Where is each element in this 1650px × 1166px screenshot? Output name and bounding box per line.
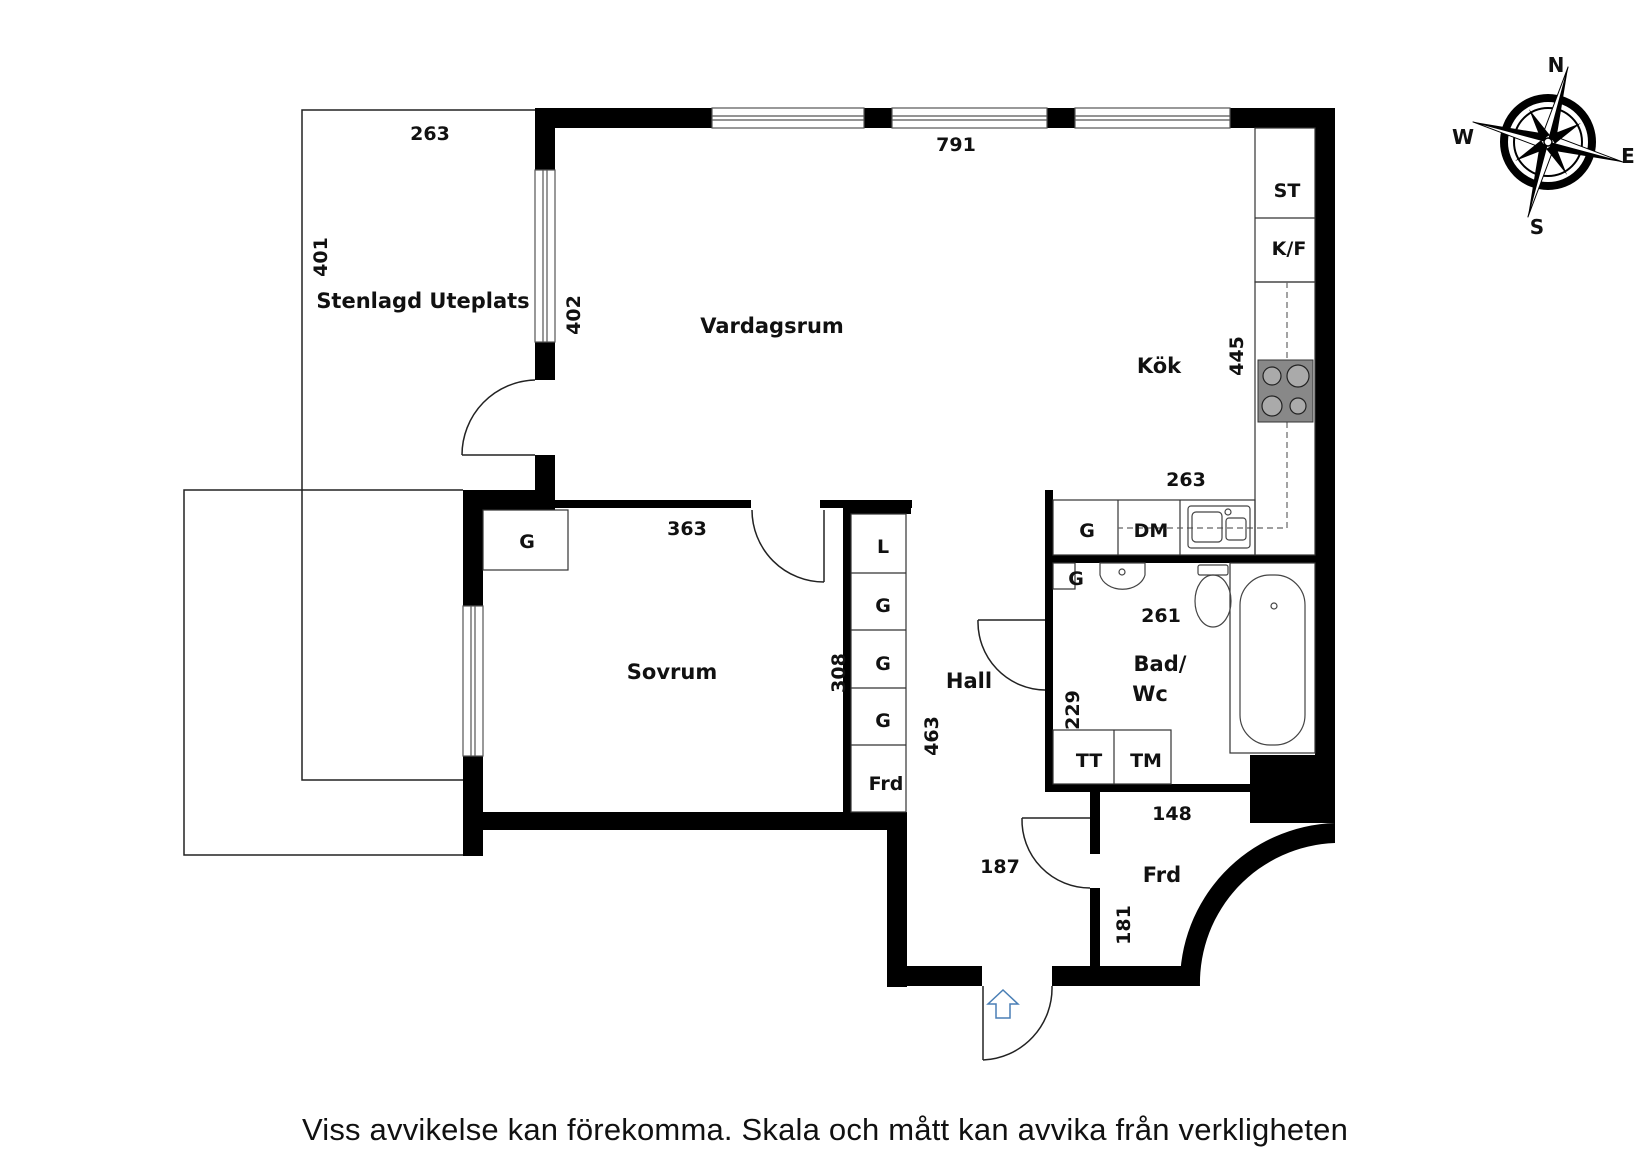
sink-icon <box>1187 505 1251 549</box>
room-label-bad-line2: Wc <box>1132 682 1168 706</box>
fixture-label-tt: TT <box>1076 750 1102 772</box>
dim-uteplats-width: 263 <box>410 123 450 145</box>
room-label-uteplats: Stenlagd Uteplats <box>316 289 529 313</box>
room-label-hall: Hall <box>946 669 992 693</box>
dim-kok-depth: 445 <box>1226 336 1248 376</box>
stove-icon <box>1257 359 1314 423</box>
toilet-icon <box>1194 564 1232 628</box>
storage-units <box>482 509 907 813</box>
dim-frd-width: 148 <box>1152 803 1192 825</box>
doors <box>461 379 1091 1061</box>
room-label-kok: Kök <box>1137 354 1182 378</box>
patio-outline <box>183 109 537 856</box>
room-label-frd: Frd <box>1143 863 1181 887</box>
dim-vardagsrum-depth: 402 <box>563 295 585 335</box>
dim-hall-width: 187 <box>980 856 1020 878</box>
bathtub-icon <box>1239 574 1306 746</box>
fixture-label-tm: TM <box>1130 750 1162 772</box>
windows <box>462 107 1231 757</box>
dim-hall-depth: 463 <box>921 716 943 756</box>
room-label-sovrum: Sovrum <box>627 660 717 684</box>
room-label-bad-line1: Bad/ <box>1134 652 1187 676</box>
compass-rose-icon <box>1472 66 1624 218</box>
dim-kok-width: 263 <box>1166 469 1206 491</box>
dim-uteplats-depth: 401 <box>310 237 332 277</box>
compass-label-e: E <box>1621 144 1635 168</box>
dim-sovrum-width: 363 <box>667 518 707 540</box>
fixture-label-bath-g: G <box>1068 568 1084 590</box>
fixture-label-st: ST <box>1274 180 1301 202</box>
fixture-label-closet-g2: G <box>875 653 891 675</box>
fixture-label-kitchen-g: G <box>1079 520 1095 542</box>
dim-bad-depth: 229 <box>1062 690 1084 730</box>
entrance-arrow-icon <box>986 988 1020 1019</box>
fixture-label-bedroom-g: G <box>519 531 535 553</box>
dim-vardagsrum-width: 791 <box>936 134 976 156</box>
fixture-label-dm: DM <box>1134 520 1169 542</box>
compass-label-w: W <box>1452 125 1474 149</box>
fixture-label-frd: Frd <box>869 773 904 795</box>
compass-label-s: S <box>1530 215 1544 239</box>
room-label-vardagsrum: Vardagsrum <box>700 314 844 338</box>
bath-fixtures <box>1052 562 1316 785</box>
fixture-label-closet-g1: G <box>875 595 891 617</box>
fixture-label-kf: K/F <box>1272 238 1307 260</box>
walls <box>463 108 1335 987</box>
dim-bad-width: 261 <box>1141 605 1181 627</box>
disclaimer-text: Viss avvikelse kan förekomma. Skala och … <box>301 1112 1349 1147</box>
dim-frd-depth: 181 <box>1113 905 1135 945</box>
dim-sovrum-depth: 308 <box>828 653 850 693</box>
washbasin-icon <box>1099 562 1146 590</box>
fixture-label-closet-g3: G <box>875 710 891 732</box>
fixture-label-l: L <box>877 536 889 558</box>
compass-label-n: N <box>1548 53 1565 77</box>
